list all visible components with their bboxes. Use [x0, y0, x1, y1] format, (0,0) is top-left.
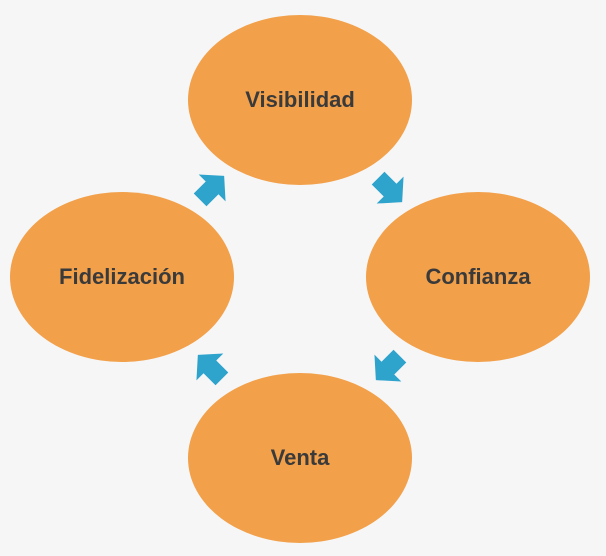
node-confianza-shape [366, 192, 590, 362]
arrow-venta-to-fidelizacion [196, 353, 229, 386]
node-visibilidad: Visibilidad [188, 15, 412, 185]
node-fidelizacion: Fidelización [10, 192, 234, 362]
node-venta-label: Venta [271, 445, 330, 470]
node-fidelizacion-shape [10, 192, 234, 362]
arrow-icon [374, 349, 407, 382]
arrow-confianza-to-venta [374, 349, 407, 382]
arrow-icon [196, 353, 229, 386]
node-confianza: Confianza [366, 192, 590, 362]
arrow-icon [193, 174, 226, 207]
node-fidelizacion-label: Fidelización [59, 264, 185, 289]
arrow-icon [371, 171, 404, 204]
node-visibilidad-label: Visibilidad [245, 87, 355, 112]
arrow-visibilidad-to-confianza [371, 171, 404, 204]
node-visibilidad-shape [188, 15, 412, 185]
node-venta-shape [188, 373, 412, 543]
node-confianza-label: Confianza [425, 264, 531, 289]
arrow-fidelizacion-to-visibilidad [193, 174, 226, 207]
node-venta: Venta [188, 373, 412, 543]
